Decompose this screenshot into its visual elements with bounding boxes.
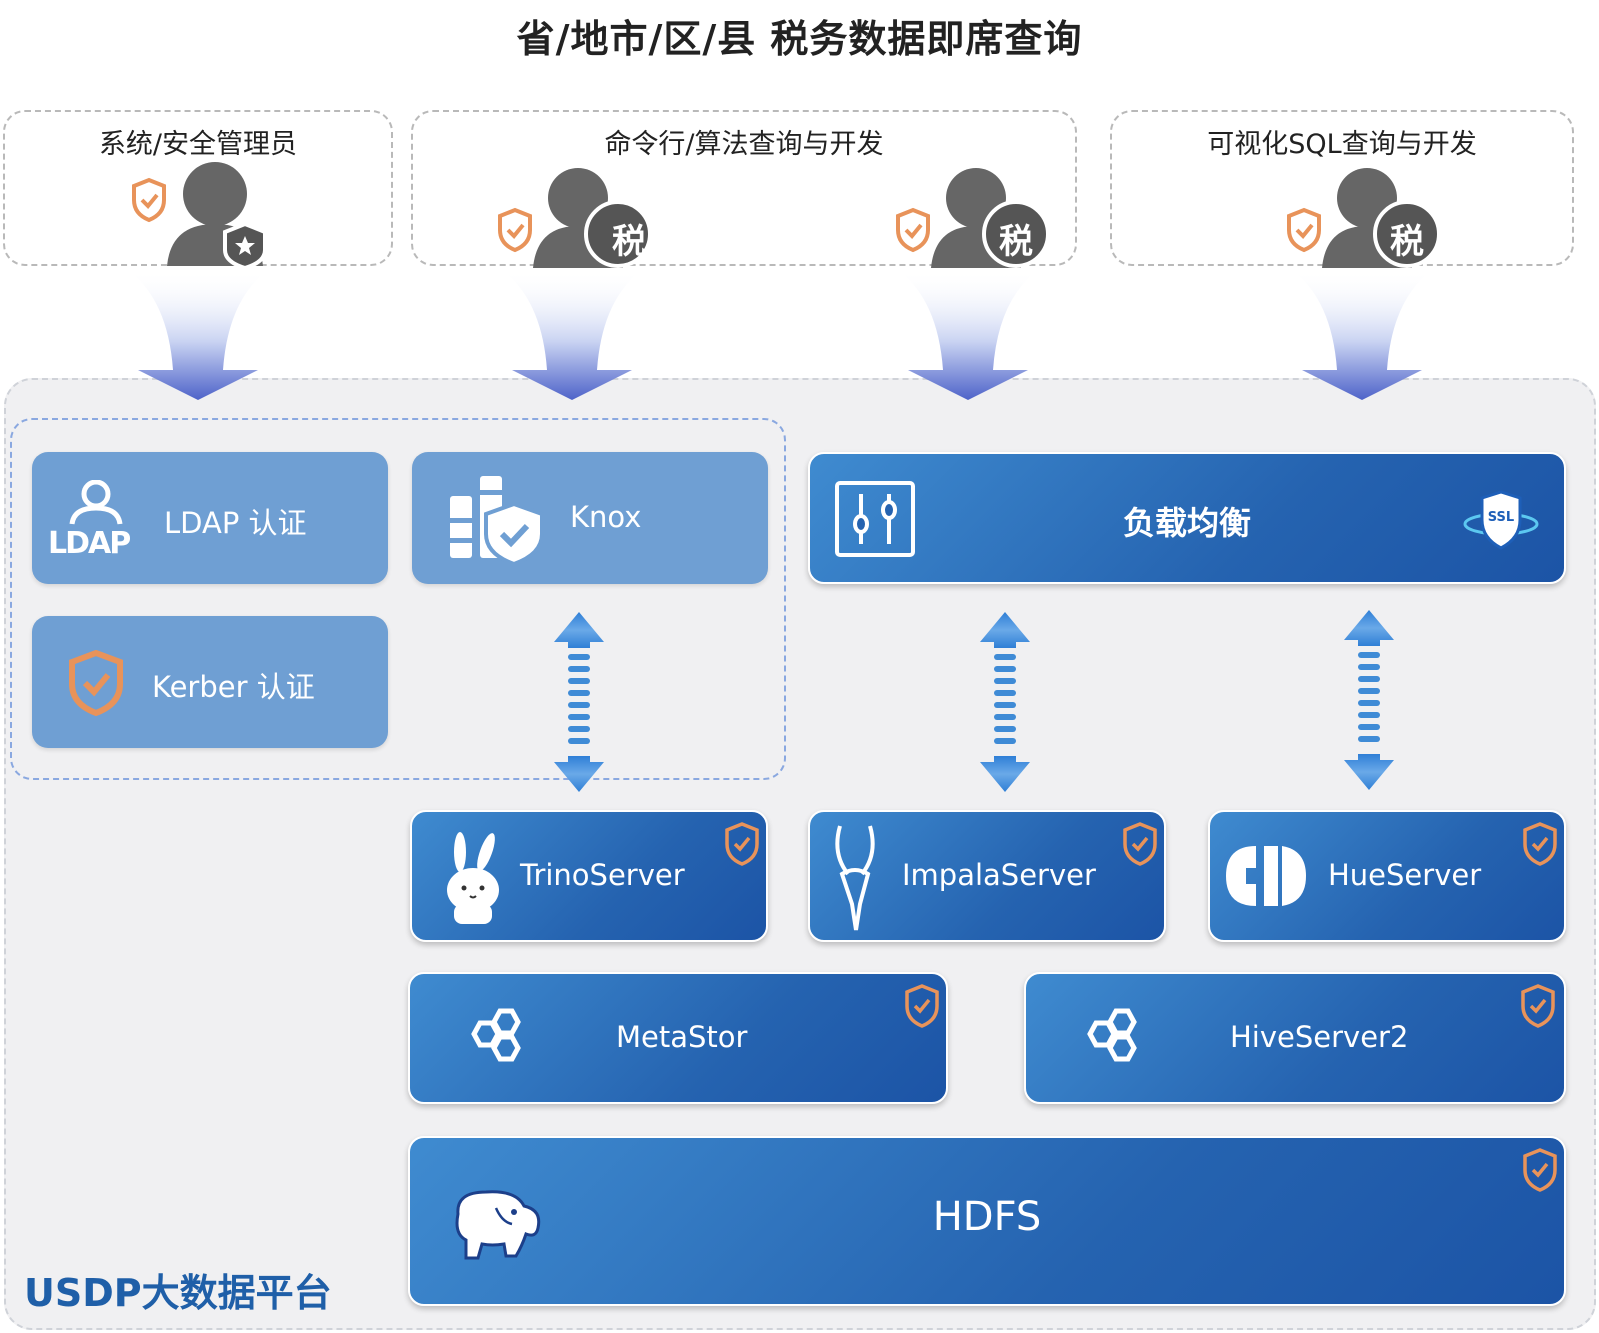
slider-controls-icon <box>835 481 915 557</box>
impala-server-box: ImpalaServer <box>808 810 1166 942</box>
kerberos-label: Kerber 认证 <box>152 670 315 704</box>
hive-server-label: HiveServer2 <box>1230 1020 1409 1054</box>
ssl-text: SSL <box>1487 510 1515 525</box>
knox-box: Knox <box>412 452 768 584</box>
shield-check-icon <box>1523 1148 1557 1192</box>
group-visual-label: 可视化SQL查询与开发 <box>1207 129 1477 160</box>
group-admin-label: 系统/安全管理员 <box>98 129 298 160</box>
knox-label: Knox <box>570 500 642 534</box>
shield-check-icon <box>1521 984 1555 1028</box>
metastore-label: MetaStor <box>616 1020 748 1054</box>
kerberos-box: Kerber 认证 <box>32 616 388 748</box>
shield-check-icon <box>1123 822 1157 866</box>
shield-check-icon <box>725 822 759 866</box>
double-arrow-icon <box>1344 610 1394 790</box>
hexagon-cluster-icon <box>471 1008 521 1062</box>
tax-label: 税 <box>1390 222 1424 262</box>
trino-server-label: TrinoServer <box>520 858 685 892</box>
metastore-box: MetaStor <box>408 972 948 1104</box>
ssl-shield-icon <box>1463 490 1539 550</box>
tax-label: 税 <box>612 222 646 262</box>
impala-server-label: ImpalaServer <box>902 858 1096 892</box>
hadoop-elephant-icon <box>455 1190 541 1260</box>
hive-server-box: HiveServer2 <box>1024 972 1566 1104</box>
auth-frame <box>10 418 786 780</box>
ldap-logo-text: LDAP <box>48 526 131 561</box>
load-balancer-label: 负载均衡 <box>1122 504 1251 542</box>
shield-check-icon <box>69 650 123 716</box>
hue-server-box: HueServer <box>1208 810 1566 942</box>
load-balancer-box: 负载均衡 SSL <box>808 452 1566 584</box>
double-arrow-icon <box>980 612 1030 792</box>
shield-check-icon <box>1523 822 1557 866</box>
ldap-label: LDAP 认证 <box>164 506 307 540</box>
tax-user-icon <box>896 168 1050 268</box>
page-title: 省/地市/区/县 税务数据即席查询 <box>516 17 1083 61</box>
knox-icon <box>450 476 544 564</box>
shield-check-icon <box>905 984 939 1028</box>
ldap-icon <box>69 480 123 525</box>
hdfs-box: HDFS <box>408 1136 1566 1306</box>
ldap-box: LDAP LDAP 认证 <box>32 452 388 584</box>
funnel-arrow-icon <box>898 270 1038 400</box>
funnel-arrow-icon <box>1292 270 1432 400</box>
tax-user-icon <box>1287 168 1441 268</box>
funnel-arrow-icon <box>502 270 642 400</box>
group-cli: 命令行/算法查询与开发 税 税 <box>411 110 1077 268</box>
group-cli-label: 命令行/算法查询与开发 <box>604 129 884 160</box>
hdfs-label: HDFS <box>932 1194 1042 1240</box>
tax-label: 税 <box>999 222 1033 262</box>
impala-icon <box>835 825 875 931</box>
group-admin: 系统/安全管理员 <box>3 110 393 266</box>
trino-server-box: TrinoServer <box>410 810 768 942</box>
tax-user-icon <box>498 168 652 268</box>
double-arrow-icon <box>554 612 604 792</box>
funnel-arrow-icon <box>128 270 268 400</box>
admin-user-icon <box>132 162 267 266</box>
platform-label: USDP大数据平台 <box>24 1271 332 1315</box>
hue-server-label: HueServer <box>1328 858 1482 892</box>
hexagon-cluster-icon <box>1087 1008 1137 1062</box>
bunny-icon <box>447 832 499 924</box>
hue-icon <box>1226 846 1306 906</box>
group-visual: 可视化SQL查询与开发 税 <box>1110 110 1574 268</box>
